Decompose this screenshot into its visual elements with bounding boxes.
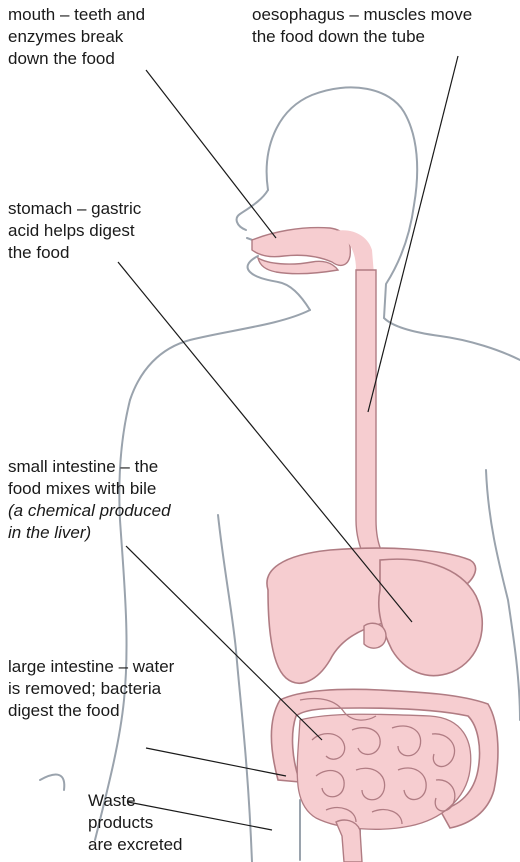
oesophagus-tube xyxy=(356,270,384,556)
torso-right xyxy=(486,470,520,720)
label-small-intestine: small intestine – the food mixes with bi… xyxy=(8,456,171,544)
label-mouth-line-2: enzymes break xyxy=(8,26,145,48)
label-stomach: stomach – gastric acid helps digest the … xyxy=(8,198,141,264)
rectum xyxy=(336,820,362,862)
label-mouth-line-3: down the food xyxy=(8,48,145,70)
label-mouth: mouth – teeth and enzymes break down the… xyxy=(8,4,145,70)
label-waste-line-3: are excreted xyxy=(88,834,183,856)
label-mouth-line-1: mouth – teeth and xyxy=(8,4,145,26)
label-waste-line-2: products xyxy=(88,812,183,834)
label-large-intestine-line-2: is removed; bacteria xyxy=(8,678,174,700)
label-large-intestine: large intestine – water is removed; bact… xyxy=(8,656,174,722)
label-small-intestine-line-4: in the liver) xyxy=(8,522,171,544)
gall-bladder xyxy=(364,623,386,648)
label-large-intestine-line-1: large intestine – water xyxy=(8,656,174,678)
label-waste-line-1: Waste xyxy=(88,790,183,812)
neck-back xyxy=(384,318,520,360)
label-oesophagus-line-1: oesophagus – muscles move xyxy=(252,4,472,26)
label-small-intestine-italic-2: in the liver) xyxy=(8,523,91,542)
label-stomach-line-2: acid helps digest xyxy=(8,220,141,242)
label-oesophagus-line-2: the food down the tube xyxy=(252,26,472,48)
label-stomach-line-3: the food xyxy=(8,242,141,264)
torso-left xyxy=(218,515,252,862)
label-oesophagus: oesophagus – muscles move the food down … xyxy=(252,4,472,48)
head-outline xyxy=(267,87,418,318)
label-small-intestine-line-3: (a chemical produced xyxy=(8,500,171,522)
label-stomach-line-1: stomach – gastric xyxy=(8,198,141,220)
leader-large-intestine xyxy=(146,748,286,776)
label-small-intestine-line-2: food mixes with bile xyxy=(8,478,171,500)
hip-arc xyxy=(40,775,64,790)
label-waste: Waste products are excreted xyxy=(88,790,183,856)
leader-mouth xyxy=(146,70,276,238)
label-small-intestine-italic: (a chemical produced xyxy=(8,501,171,520)
label-small-intestine-line-1: small intestine – the xyxy=(8,456,171,478)
leader-oesophagus xyxy=(368,56,458,412)
label-large-intestine-line-3: digest the food xyxy=(8,700,174,722)
